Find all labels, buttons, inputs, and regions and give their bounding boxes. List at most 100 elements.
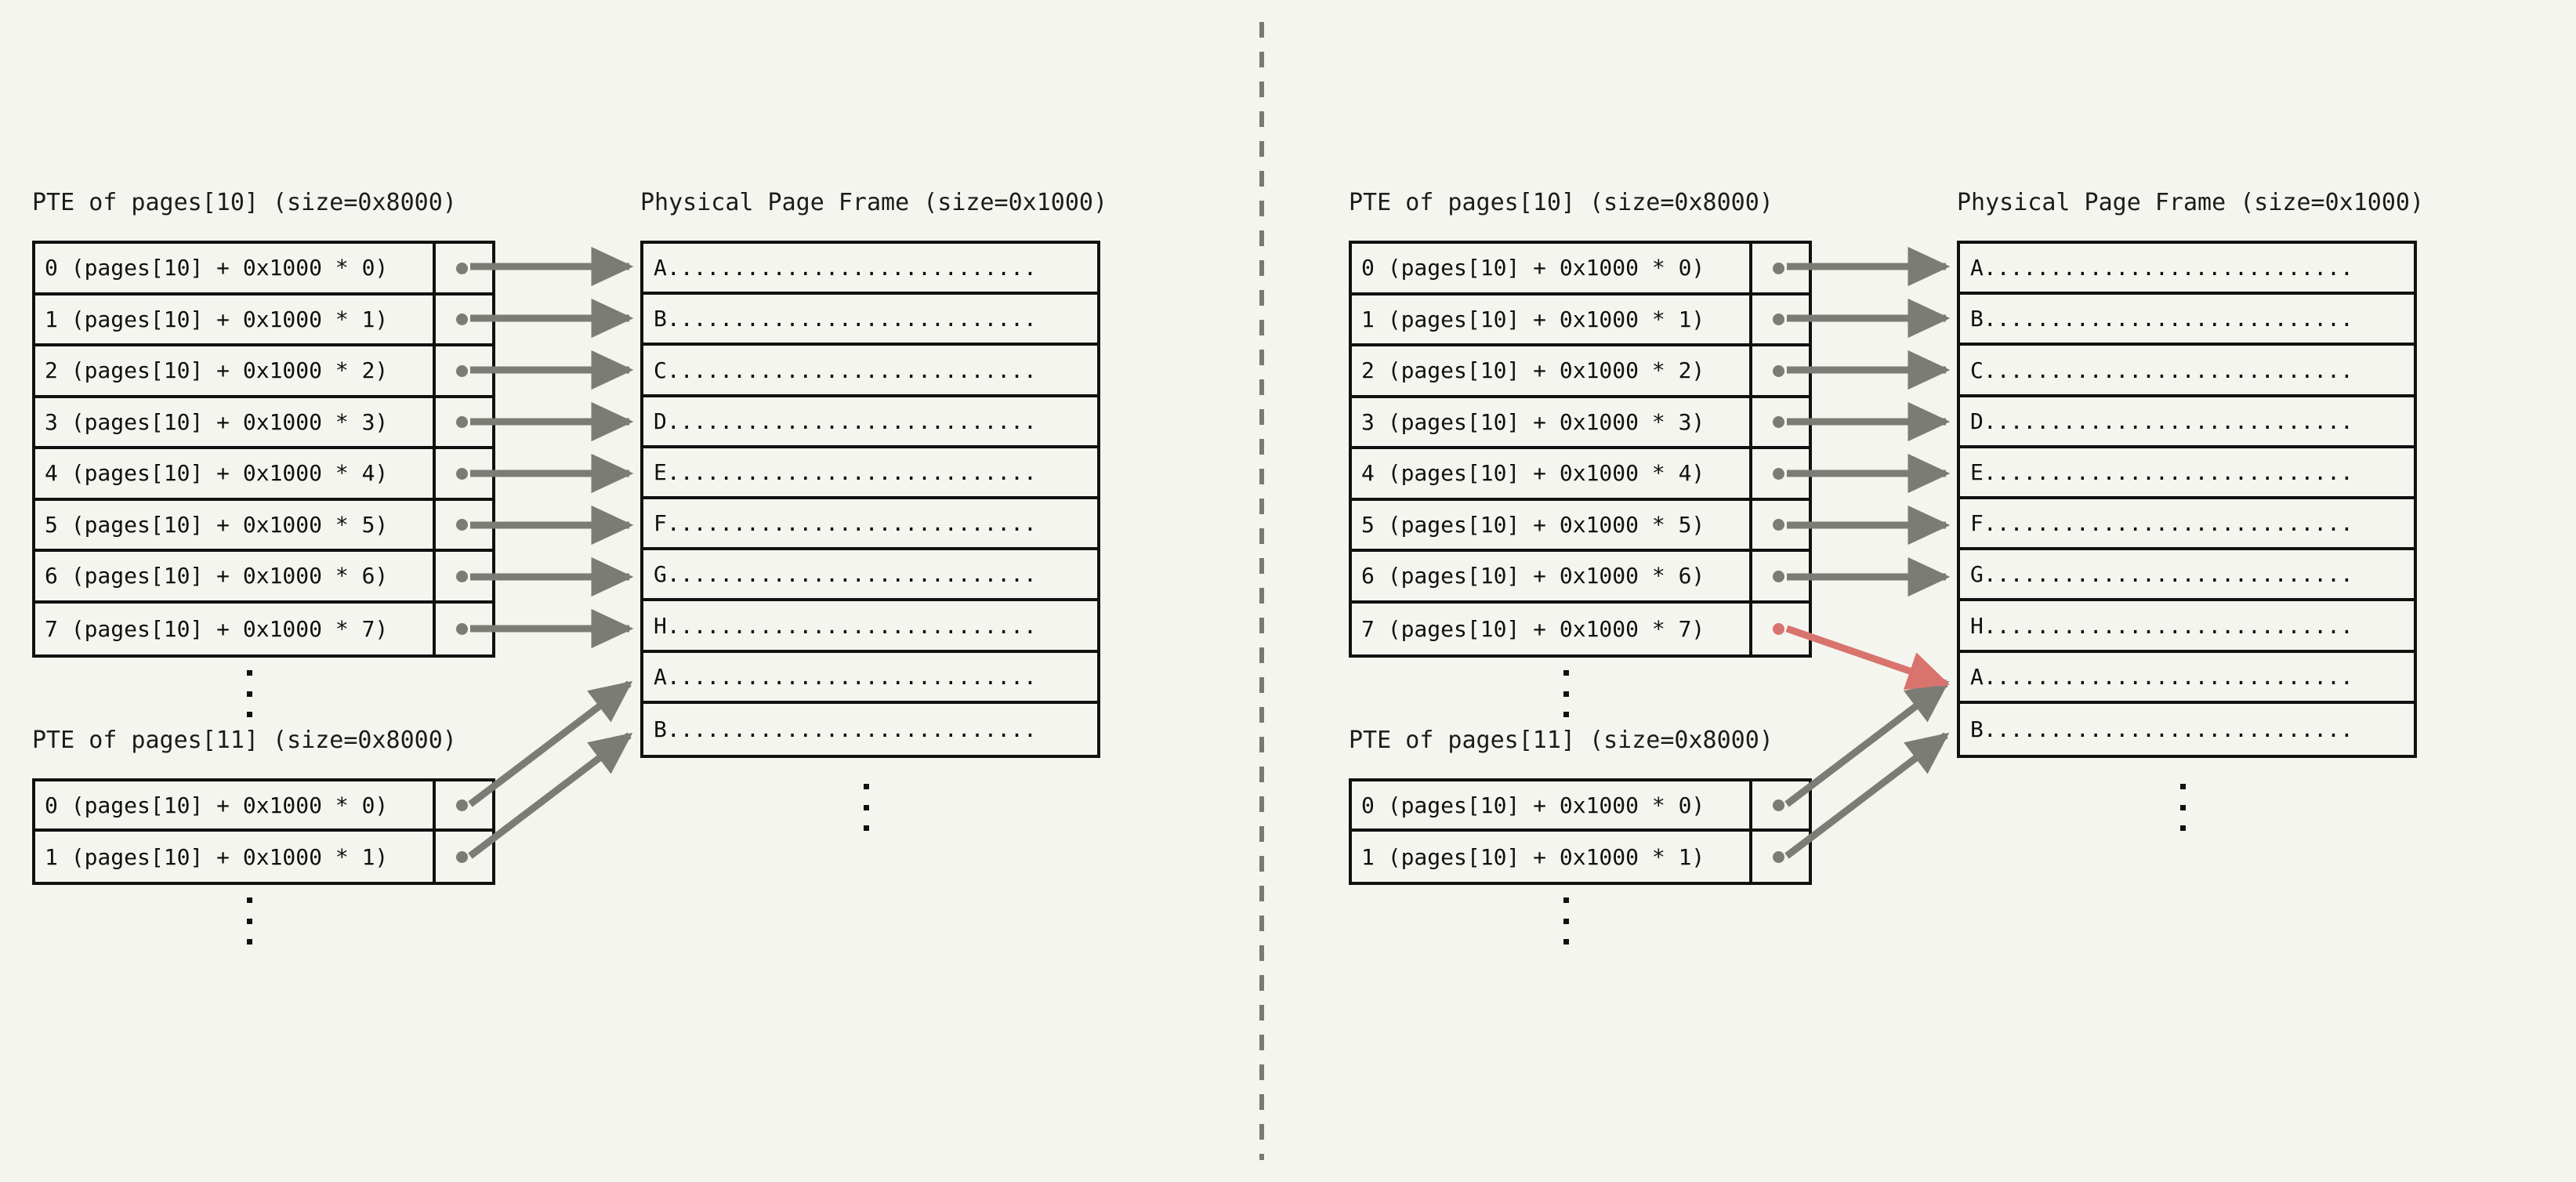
frame-row-text: B — [654, 306, 667, 332]
table-row[interactable]: 1 (pages[10] + 0x1000 * 1) — [35, 832, 492, 882]
pte-pointer-cell[interactable] — [1752, 501, 1809, 549]
pointer-dot-icon — [1773, 851, 1784, 864]
frame-row-text: C — [1970, 357, 1984, 383]
table-row[interactable]: 1 (pages[10] + 0x1000 * 1) — [1352, 832, 1809, 882]
frame-caption: Physical Page Frame (size=0x1000) — [1957, 189, 2425, 216]
pte-pointer-cell[interactable] — [436, 244, 492, 292]
frame-row-fill: ............................ — [1983, 510, 2353, 537]
frame-row-text: G — [654, 561, 667, 588]
table-row[interactable]: 7 (pages[10] + 0x1000 * 7) — [1352, 603, 1809, 654]
table-row[interactable]: 0 (pages[10] + 0x1000 * 0) — [35, 781, 492, 832]
pointer-dot-icon — [1773, 799, 1784, 812]
pte-pointer-cell[interactable] — [1752, 244, 1809, 292]
panel-divider — [1259, 22, 1264, 1160]
pointer-dot-icon — [456, 570, 468, 582]
pte-pointer-cell[interactable] — [436, 346, 492, 395]
frame-row[interactable]: G............................ — [643, 550, 1097, 602]
frame-row[interactable]: E............................ — [643, 448, 1097, 500]
pte-pointer-cell[interactable] — [1752, 449, 1809, 498]
table-row[interactable]: 1 (pages[10] + 0x1000 * 1) — [1352, 295, 1809, 346]
frame-row[interactable]: B............................ — [643, 704, 1097, 755]
frame-row[interactable]: B............................ — [1960, 295, 2414, 346]
frame-row[interactable]: G............................ — [1960, 550, 2414, 602]
pte-pointer-cell[interactable] — [1752, 398, 1809, 447]
table-row[interactable]: 7 (pages[10] + 0x1000 * 7) — [35, 603, 492, 654]
pte-pointer-cell[interactable] — [1752, 781, 1809, 828]
frame-row[interactable]: B............................ — [1960, 704, 2414, 755]
frame-row-text: A — [1970, 255, 1984, 281]
pte-row-label: 5 (pages[10] + 0x1000 * 5) — [1352, 500, 1752, 549]
table-row[interactable]: 3 (pages[10] + 0x1000 * 3) — [1352, 397, 1809, 449]
pte-pointer-cell[interactable] — [436, 449, 492, 498]
frame-row-fill: ............................ — [1983, 612, 2353, 639]
table-row[interactable]: 0 (pages[10] + 0x1000 * 0) — [1352, 781, 1809, 832]
pte10-ellipsis — [1562, 670, 1570, 717]
table-row[interactable]: 2 (pages[10] + 0x1000 * 2) — [1352, 346, 1809, 398]
frame-row[interactable]: C............................ — [1960, 346, 2414, 397]
frame-ellipsis — [862, 784, 870, 831]
pte-row-label: 0 (pages[10] + 0x1000 * 0) — [1352, 781, 1752, 829]
table-row[interactable]: 0 (pages[10] + 0x1000 * 0) — [1352, 244, 1809, 296]
pte-row-label: 0 (pages[10] + 0x1000 * 0) — [1352, 244, 1752, 292]
frame-row[interactable]: C............................ — [643, 346, 1097, 397]
frame-row-fill: ............................ — [1983, 357, 2353, 383]
pte-pointer-cell[interactable] — [1752, 552, 1809, 600]
frame-row-fill: ............................ — [666, 561, 1037, 588]
table-row[interactable]: 5 (pages[10] + 0x1000 * 5) — [35, 500, 492, 552]
frame-row-fill: ............................ — [1983, 408, 2353, 434]
frame-row[interactable]: A............................ — [1960, 244, 2414, 296]
frame-row[interactable]: D............................ — [643, 397, 1097, 448]
table-row[interactable]: 6 (pages[10] + 0x1000 * 6) — [1352, 552, 1809, 604]
table-row[interactable]: 5 (pages[10] + 0x1000 * 5) — [1352, 500, 1809, 552]
pte-pointer-cell[interactable] — [1752, 604, 1809, 654]
frame-row[interactable]: D............................ — [1960, 397, 2414, 448]
table-row[interactable]: 6 (pages[10] + 0x1000 * 6) — [35, 552, 492, 604]
pointer-dot-icon — [456, 262, 468, 274]
pte-pointer-cell[interactable] — [436, 296, 492, 344]
pte-pointer-cell[interactable] — [436, 501, 492, 549]
frame-row-fill: ............................ — [666, 408, 1037, 434]
pte-pointer-cell[interactable] — [1752, 296, 1809, 344]
pte10-caption: PTE of pages[10] (size=0x8000) — [32, 189, 457, 216]
pte-pointer-cell[interactable] — [1752, 346, 1809, 395]
frame-row[interactable]: E............................ — [1960, 448, 2414, 500]
pte-pointer-cell[interactable] — [436, 832, 492, 882]
frame-row[interactable]: A............................ — [1960, 653, 2414, 704]
frame-row[interactable]: H............................ — [643, 601, 1097, 653]
table-row[interactable]: 0 (pages[10] + 0x1000 * 0) — [35, 244, 492, 296]
frame-row-fill: ............................ — [666, 357, 1037, 383]
pointer-dot-icon — [456, 799, 468, 812]
pte10-table: 0 (pages[10] + 0x1000 * 0) 1 (pages[10] … — [1349, 241, 1812, 658]
pte-row-label: 1 (pages[10] + 0x1000 * 1) — [1352, 295, 1752, 343]
pointer-dot-icon — [456, 519, 468, 531]
frame-row[interactable]: A............................ — [643, 244, 1097, 296]
frame-row-text: A — [654, 255, 667, 281]
frame-row-text: H — [654, 612, 667, 639]
pte-pointer-cell[interactable] — [436, 604, 492, 654]
table-row[interactable]: 4 (pages[10] + 0x1000 * 4) — [35, 449, 492, 501]
pointer-dot-icon — [456, 416, 468, 429]
frame-row-text: F — [1970, 510, 1984, 537]
frame-row-text: C — [654, 357, 667, 383]
pte11-caption: PTE of pages[11] (size=0x8000) — [1349, 727, 1773, 754]
frame-caption: Physical Page Frame (size=0x1000) — [640, 189, 1108, 216]
frame-row-fill: ............................ — [1983, 561, 2353, 588]
pte-pointer-cell[interactable] — [436, 781, 492, 828]
frame-row[interactable]: F............................ — [643, 499, 1097, 551]
frame-row[interactable]: B............................ — [643, 295, 1097, 346]
frame-row-text: H — [1970, 612, 1984, 639]
frame-row-fill: ............................ — [1983, 255, 2353, 281]
table-row[interactable]: 4 (pages[10] + 0x1000 * 4) — [1352, 449, 1809, 501]
frame-ellipsis — [2179, 784, 2187, 831]
frame-row[interactable]: F............................ — [1960, 499, 2414, 551]
table-row[interactable]: 1 (pages[10] + 0x1000 * 1) — [35, 295, 492, 346]
frame-row-fill: ............................ — [666, 510, 1037, 537]
table-row[interactable]: 2 (pages[10] + 0x1000 * 2) — [35, 346, 492, 398]
pte-row-label: 1 (pages[10] + 0x1000 * 1) — [35, 295, 436, 343]
frame-row[interactable]: H............................ — [1960, 601, 2414, 653]
pte-pointer-cell[interactable] — [436, 398, 492, 447]
pte-pointer-cell[interactable] — [436, 552, 492, 600]
pte-pointer-cell[interactable] — [1752, 832, 1809, 882]
frame-row[interactable]: A............................ — [643, 653, 1097, 704]
table-row[interactable]: 3 (pages[10] + 0x1000 * 3) — [35, 397, 492, 449]
